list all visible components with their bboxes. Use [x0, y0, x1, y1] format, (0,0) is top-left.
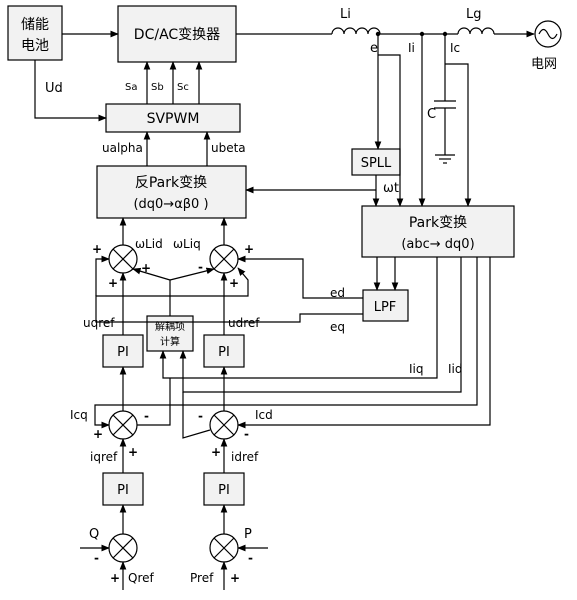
li-label: Li	[340, 7, 351, 22]
iiq-label: Iiq	[409, 362, 424, 376]
sign-q-bottom-bottom: +	[110, 571, 120, 585]
inverse-park-block: 反Park变换 (dq0→αβ0 )	[96, 165, 247, 219]
sum-junction-d-mid	[209, 410, 239, 440]
pi-q-outer-label: PI	[117, 483, 129, 498]
sign-q-top-right: +	[141, 261, 151, 275]
dcac-converter-block: DC/AC变换器	[117, 5, 237, 63]
sign-q-mid-right: -	[144, 409, 149, 423]
grid-source-icon	[534, 20, 562, 48]
icd-label: Icd	[255, 408, 273, 422]
q-label: Q	[89, 527, 99, 542]
sum-junction-d-top	[209, 244, 239, 274]
power-stage-wiring	[62, 27, 535, 38]
sign-d-mid-bottom: +	[211, 445, 221, 459]
pi-q-inner-block: PI	[102, 334, 144, 368]
sum-junction-q-mid	[108, 410, 138, 440]
dcac-label: DC/AC变换器	[134, 26, 220, 43]
sa-label: Sa	[125, 82, 137, 93]
sign-d-mid-left: -	[198, 409, 203, 423]
udref-label: udref	[228, 316, 260, 330]
grid-label: 电网	[531, 57, 557, 72]
icq-label: Icq	[70, 408, 88, 422]
sign-d-top-bottom: +	[229, 276, 239, 290]
lpf-label: LPF	[374, 300, 397, 315]
park-label-line2: (abc→ dq0)	[401, 237, 474, 252]
battery-label-line2: 电池	[21, 38, 49, 54]
sign-q-bottom-left: -	[94, 551, 99, 565]
inverse-park-label-line1: 反Park变换	[135, 174, 207, 191]
pi-d-outer-block: PI	[203, 472, 245, 506]
eq-label: eq	[330, 320, 345, 334]
sign-d-top-right: +	[244, 242, 254, 256]
sign-q-top-left: +	[92, 242, 102, 256]
ground-icon	[435, 154, 455, 164]
sign-q-top-bottom: +	[108, 276, 118, 290]
svpwm-block: SVPWM	[105, 103, 241, 133]
ii-label: Ii	[408, 41, 415, 55]
sum-junction-p-bottom	[209, 533, 239, 563]
lg-label: Lg	[466, 7, 482, 22]
sum-junction-q-bottom	[108, 533, 138, 563]
battery-block: 储能 电池	[7, 5, 63, 61]
park-block: Park变换 (abc→ dq0)	[361, 205, 515, 258]
ubeta-label: ubeta	[211, 141, 246, 155]
e-label: e	[370, 41, 378, 56]
sign-p-bottom-right: -	[248, 551, 253, 565]
pi-q-outer-block: PI	[102, 472, 144, 506]
p-label: P	[244, 527, 252, 542]
filter-capacitor	[434, 34, 456, 155]
ed-label: ed	[330, 286, 345, 300]
sc-label: Sc	[177, 82, 189, 93]
pi-d-inner-label: PI	[218, 345, 230, 360]
pi-q-inner-label: PI	[117, 345, 129, 360]
wliq-label: ωLiq	[173, 237, 201, 251]
spll-block: SPLL	[351, 148, 401, 176]
iid-label: Iid	[448, 362, 463, 376]
decoupling-block: 解耦项 计算	[146, 315, 194, 352]
sign-p-bottom-bottom: +	[230, 571, 240, 585]
iqref-label: iqref	[90, 450, 118, 464]
sign-q-mid-left: +	[93, 427, 103, 441]
pi-d-outer-label: PI	[218, 483, 230, 498]
wlid-label: ωLid	[135, 237, 163, 251]
ualpha-label: ualpha	[102, 141, 143, 155]
sum-junction-q-top	[108, 244, 138, 274]
idref-label: idref	[231, 450, 259, 464]
lpf-block: LPF	[362, 289, 409, 322]
battery-label-line1: 储能	[21, 17, 49, 33]
c-label: C	[427, 107, 436, 122]
sign-q-mid-bottom: +	[128, 445, 138, 459]
pref-label: Pref	[190, 571, 214, 585]
inverse-park-label-line2: (dq0→αβ0 )	[133, 197, 208, 212]
svpwm-label: SVPWM	[147, 111, 200, 127]
qref-label: Qref	[128, 571, 154, 585]
ic-label: Ic	[450, 41, 460, 55]
sign-d-mid-right: -	[244, 427, 249, 441]
wt-label: ωt	[383, 181, 399, 196]
uqref-label: uqref	[83, 316, 115, 330]
decoupling-label-line1: 解耦项	[155, 320, 185, 333]
sign-d-top-left: -	[198, 260, 203, 274]
sb-label: Sb	[151, 82, 164, 93]
spll-label: SPLL	[361, 156, 392, 171]
park-label-line1: Park变换	[409, 214, 467, 231]
decoupling-label-line2: 计算	[160, 335, 180, 348]
ud-label: Ud	[45, 81, 63, 96]
pi-d-inner-block: PI	[203, 334, 245, 368]
